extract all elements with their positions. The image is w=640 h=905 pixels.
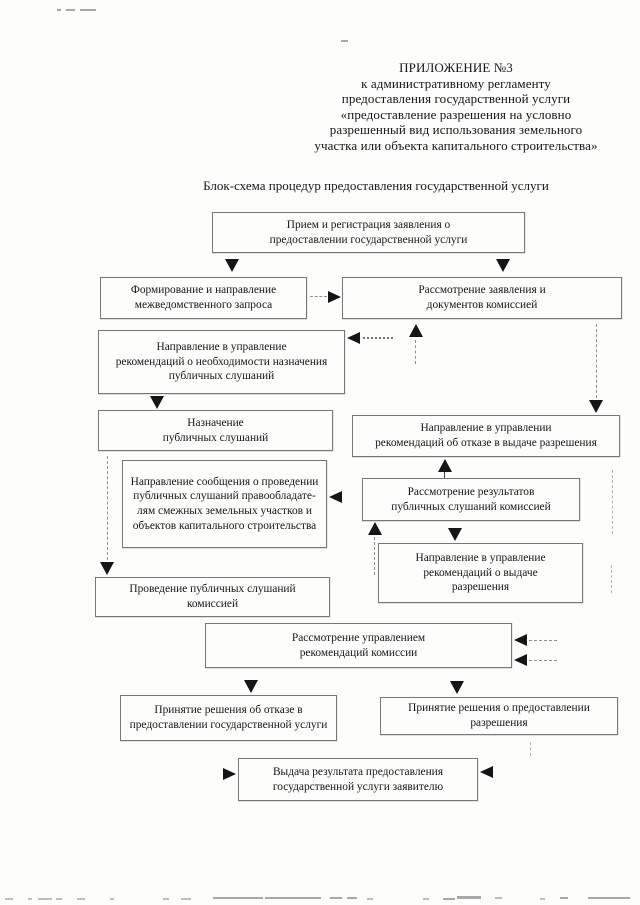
box-hearing-conduct: Проведение публичных слушаний комиссией [95, 577, 330, 617]
scan-artifact [367, 898, 373, 900]
header-line: разрешенный вид использования земельного [329, 122, 583, 138]
arrow-down-icon [244, 680, 258, 693]
header-line: к административному регламенту [361, 75, 551, 91]
document-header: ПРИЛОЖЕНИЕ №3 к административному реглам… [270, 60, 640, 154]
arrow-left-icon [329, 491, 342, 503]
connector-line [444, 470, 445, 478]
connector-line [415, 340, 416, 364]
arrow-left-icon [514, 634, 527, 646]
connector-line [107, 456, 108, 560]
connector-line [612, 470, 613, 534]
arrow-up-icon [368, 522, 382, 535]
box-department-review: Рассмотрение управлением рекомендаций ко… [205, 623, 512, 668]
arrow-down-icon [100, 562, 114, 575]
scan-artifact [588, 897, 630, 899]
connector-line [374, 537, 375, 575]
connector-line [611, 565, 612, 593]
header-line: ПРИЛОЖЕНИЕ №3 [399, 60, 513, 75]
arrow-down-icon [450, 681, 464, 694]
arrow-down-icon [225, 259, 239, 272]
box-hearing-need-recommendation: Направление в управление рекомендаций о … [98, 330, 345, 394]
arrow-down-icon [448, 528, 462, 541]
arrow-down-icon [496, 259, 510, 272]
connector-line [530, 742, 531, 756]
scan-artifact [347, 897, 357, 899]
scan-artifact [423, 898, 429, 900]
scan-artifact [540, 898, 545, 900]
connector-line [596, 324, 597, 398]
scan-artifact [265, 897, 321, 899]
box-hearing-notification: Направление сообщения о проведении публи… [122, 460, 327, 548]
scan-artifact [38, 898, 52, 900]
scan-artifact [163, 898, 169, 900]
header-line: «предоставление разрешения на условно [340, 106, 572, 122]
arrow-right-icon [328, 291, 341, 303]
scan-artifact [181, 898, 191, 900]
connector-line [363, 337, 393, 339]
flowchart-title: Блок-схема процедур предоставления госуд… [203, 178, 549, 193]
scan-artifact [110, 898, 114, 900]
connector-line [310, 296, 327, 297]
arrow-up-icon [409, 324, 423, 337]
arrow-left-icon [347, 332, 360, 344]
box-refusal-recommendation: Направление в управлении рекомендаций об… [352, 415, 620, 457]
scan-artifact [57, 9, 61, 11]
arrow-down-icon [589, 400, 603, 413]
scan-artifact [213, 897, 263, 899]
scan-artifact [443, 898, 455, 900]
box-commission-review: Рассмотрение заявления и документов коми… [342, 277, 622, 319]
arrow-up-icon [438, 459, 452, 472]
scan-artifact [77, 898, 85, 900]
box-hearing-appointment: Назначение публичных слушаний [98, 410, 333, 451]
header-line: предоставления государственной услуги [341, 91, 571, 107]
box-application-reception: Прием и регистрация заявления о предоста… [212, 212, 525, 253]
box-interagency-request: Формирование и направление межведомствен… [100, 277, 307, 319]
scan-artifact [80, 9, 96, 11]
box-hearing-results-review: Рассмотрение результатов публичных слуша… [362, 478, 580, 521]
box-refusal-decision: Принятие решения об отказе в предоставле… [120, 695, 337, 741]
box-issue-recommendation: Направление в управление рекомендаций о … [378, 543, 583, 603]
scan-artifact [66, 9, 75, 11]
scan-artifact [56, 898, 62, 900]
connector-line [529, 640, 557, 641]
box-grant-decision: Принятие решения о предоставлении разреш… [380, 697, 618, 735]
scan-artifact [5, 898, 13, 900]
scan-artifact [560, 897, 568, 899]
box-result-delivery: Выдача результата предоставления государ… [238, 758, 478, 801]
arrow-right-icon [223, 768, 236, 780]
scan-artifact [457, 896, 481, 899]
scan-artifact [341, 40, 348, 42]
header-line: участка или объекта капитального строите… [314, 137, 598, 153]
scan-artifact [495, 897, 502, 899]
scan-artifact [28, 898, 32, 900]
arrow-down-icon [150, 396, 164, 409]
scan-artifact [330, 897, 342, 899]
connector-line [529, 660, 557, 661]
arrow-left-icon [480, 766, 493, 778]
arrow-left-icon [514, 654, 527, 666]
